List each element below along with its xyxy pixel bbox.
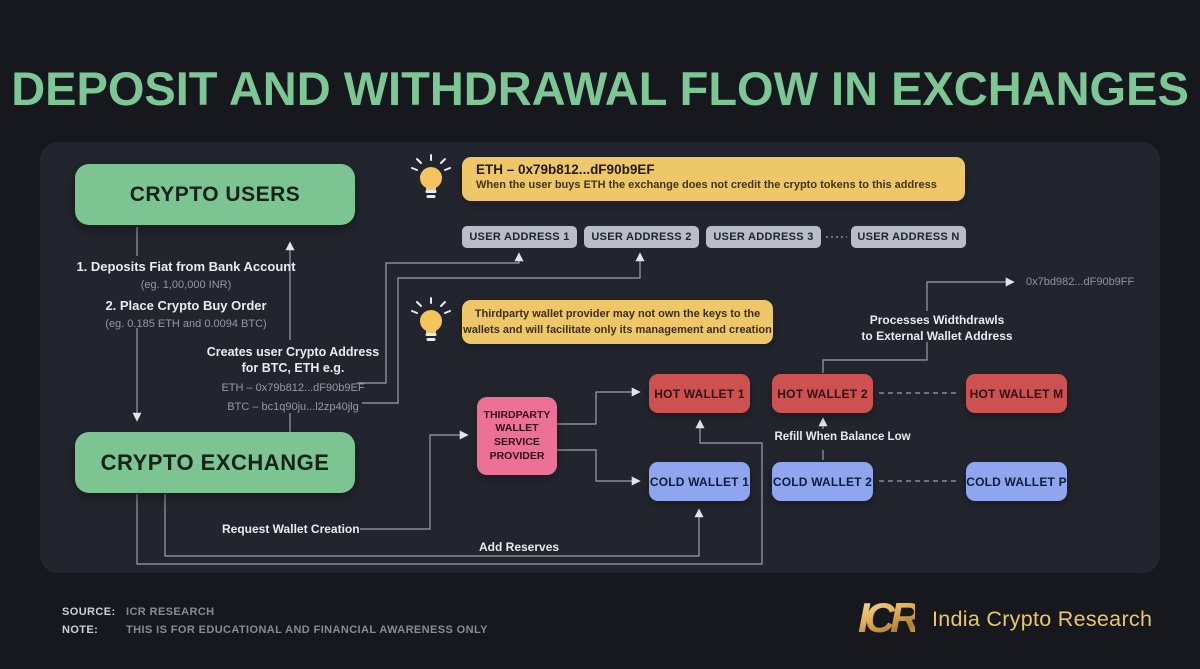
crypto-users-node: CRYPTO USERS [75, 164, 355, 225]
provider-note-line1: Thirdparty wallet provider may not own t… [474, 307, 761, 320]
creates-address-line2: for BTC, ETH e.g. [241, 361, 345, 375]
eth-address-callout-title: ETH – 0x79b812...dF90b9EF [476, 162, 655, 177]
user-address-2-node: USER ADDRESS 2 [584, 226, 699, 248]
note-value: THIS IS FOR EDUCATIONAL AND FINANCIAL AW… [126, 624, 488, 636]
withdrawals-line2: to External Wallet Address [861, 329, 1013, 343]
eth-address-callout: ETH – 0x79b812...dF90b9EF When the user … [462, 157, 965, 201]
user-address-3-node: USER ADDRESS 3 [706, 226, 821, 248]
add-reserves-annotation: Add Reserves [479, 540, 560, 554]
creates-address-line1: Creates user Crypto Address [206, 345, 380, 359]
source-value: ICR RESEARCH [126, 606, 215, 618]
provider-note-callout: Thirdparty wallet provider may not own t… [462, 300, 773, 344]
btc-sample-address: BTC – bc1q90ju...l2zp40jlg [227, 401, 359, 413]
provider-note-line2: wallets and will facilitate only its man… [463, 324, 772, 336]
eth-address-callout-body: When the user buys ETH the exchange does… [476, 179, 937, 191]
page-title: DEPOSIT AND WITHDRAWAL FLOW IN EXCHANGES [11, 62, 1189, 115]
cold-wallet-1-node: COLD WALLET 1 [649, 462, 750, 501]
icr-logo-icon: ICR [858, 594, 920, 641]
user-address-n-node: USER ADDRESS N [851, 226, 966, 248]
external-wallet-address: 0x7bd982...dF90b9FF [1026, 276, 1135, 288]
refill-annotation: Refill When Balance Low [774, 431, 911, 443]
step-1-example: (eg. 1,00,000 INR) [140, 279, 232, 291]
hot-wallet-m-node: HOT WALLET M [966, 374, 1067, 413]
withdrawals-annotation: Processes Widthdrawls to External Wallet… [852, 312, 1022, 344]
cold-wallet-2-node: COLD WALLET 2 [772, 462, 873, 501]
hot-wallet-2-node: HOT WALLET 2 [772, 374, 873, 413]
eth-sample-address: ETH – 0x79b812...dF90b9EF [221, 382, 365, 394]
deposit-steps: 1. Deposits Fiat from Bank Account (eg. … [50, 259, 322, 337]
icr-logo-wordmark: India Crypto Research [932, 607, 1153, 631]
step-2-example: (eg. 0.185 ETH and 0.0094 BTC) [105, 318, 267, 330]
creates-address-annotation: Creates user Crypto Address for BTC, ETH… [203, 344, 383, 414]
step-1-label: 1. Deposits Fiat from Bank Account [76, 259, 296, 274]
cold-wallet-p-node: COLD WALLET P [966, 462, 1067, 501]
crypto-exchange-node: CRYPTO EXCHANGE [75, 432, 355, 493]
note-label: NOTE: [62, 624, 99, 636]
hot-wallet-1-node: HOT WALLET 1 [649, 374, 750, 413]
thirdparty-provider-node: THIRDPARTY WALLET SERVICE PROVIDER [477, 397, 557, 475]
source-label: SOURCE: [62, 606, 116, 618]
user-address-1-node: USER ADDRESS 1 [462, 226, 577, 248]
withdrawals-line1: Processes Widthdrawls [869, 313, 1005, 327]
request-wallet-annotation: Request Wallet Creation [222, 522, 360, 536]
lightbulb-icon [411, 154, 451, 198]
step-2-label: 2. Place Crypto Buy Order [105, 298, 267, 313]
lightbulb-icon [411, 297, 451, 341]
